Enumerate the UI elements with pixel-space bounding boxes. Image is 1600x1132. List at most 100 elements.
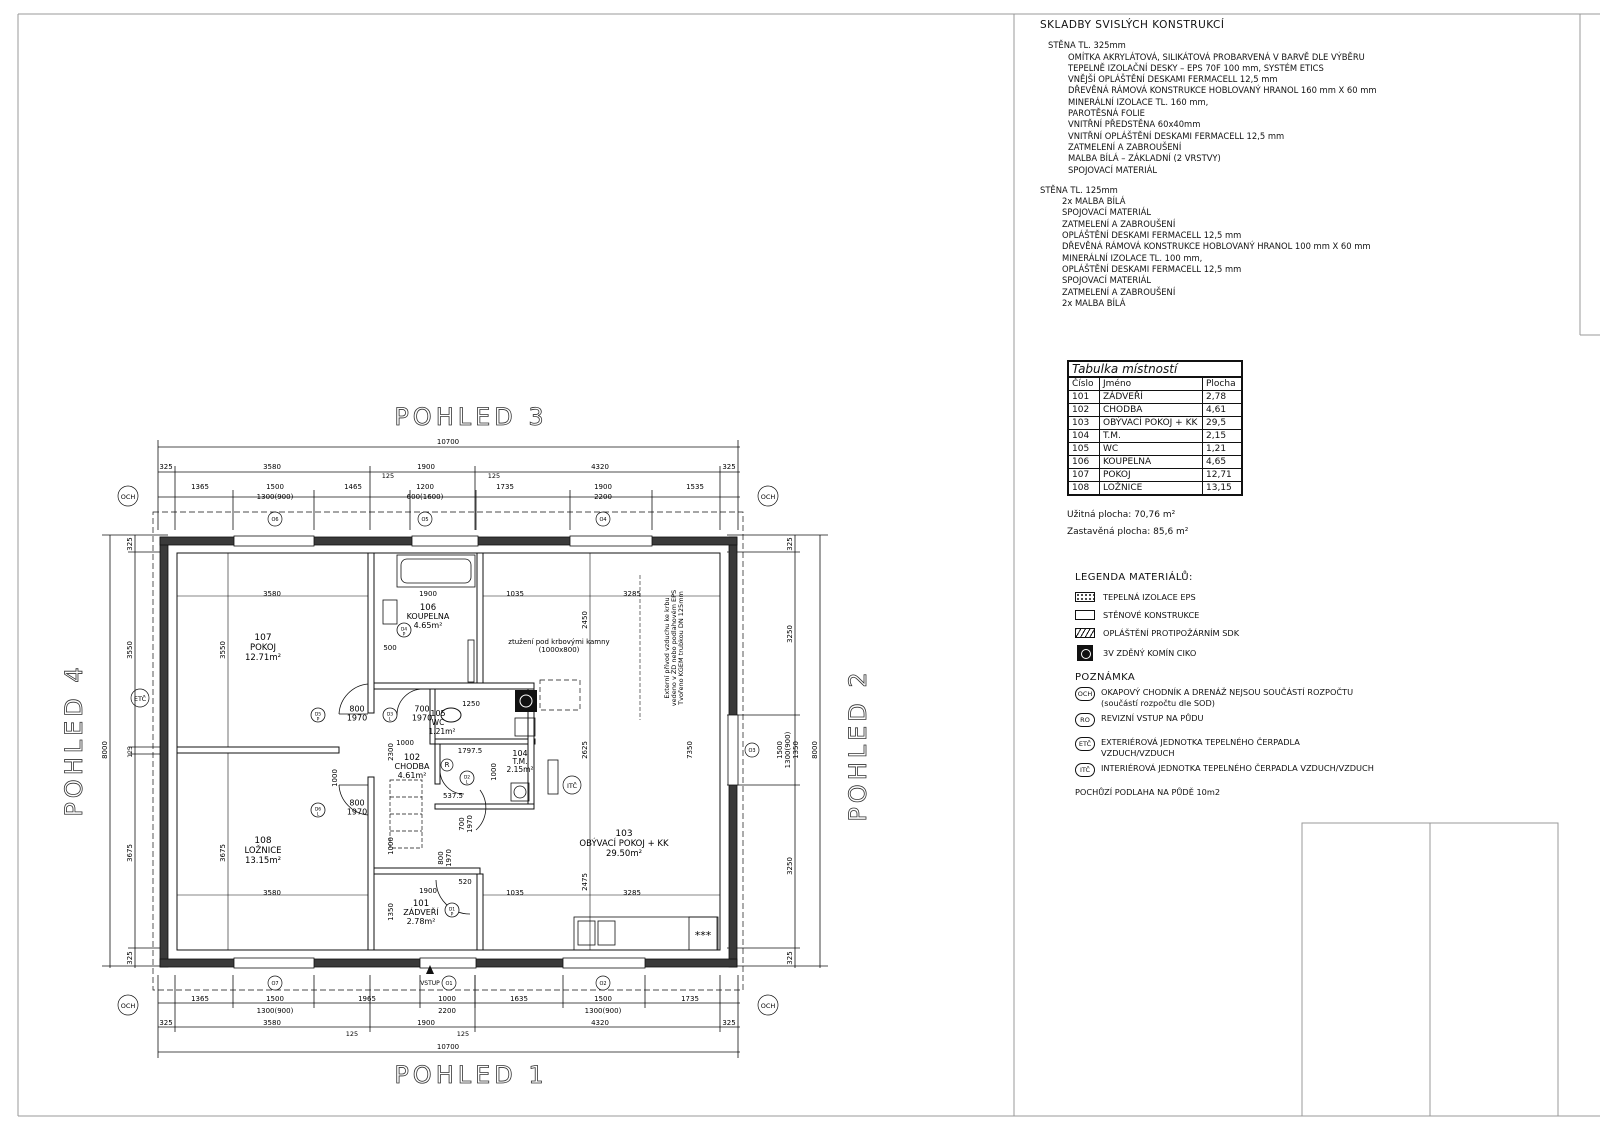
room-table-cell-name: POKOJ [1099, 468, 1203, 482]
int-dim-tm-h: 1000 [490, 763, 498, 781]
spec-layer: ZATMELENÍ A ZABROUŠENÍ [1062, 218, 1176, 229]
int-dim-chodba-w: 1000 [396, 739, 414, 747]
svg-text:2.78m²: 2.78m² [407, 917, 436, 926]
room-label-chodba: 102 CHODBA 4.61m² [394, 753, 430, 780]
room-table-cell-name: LOŽNICE [1099, 481, 1203, 496]
kitchen-counter [573, 916, 719, 951]
room-table-cell-number: 102 [1067, 403, 1100, 417]
dim-bottom-1: 1365 [191, 995, 209, 1003]
och-label-tr: OCH [761, 493, 776, 501]
room-label-tm: 104 T.M. 2.15m² [506, 749, 533, 774]
int-dim-loznice-h: 3675 [219, 844, 227, 862]
dim-top-small-2: 125 [488, 472, 500, 480]
dim-bottom-5: 1635 [510, 995, 528, 1003]
int-dim-wc-w: 1250 [462, 700, 480, 708]
window-tag-6: O2 [599, 981, 606, 987]
built-area: Zastavěná plocha: 85,6 m² [1067, 527, 1189, 537]
door-tag-group [310, 622, 475, 918]
dim-bottom-small-2: 125 [457, 1030, 469, 1038]
spec-layer: VNITŘNÍ PŘEDSTĚNA 60x40mm [1068, 119, 1201, 130]
window-tag-5: O7 [271, 981, 278, 987]
int-dim-corr-1: 1000 [387, 837, 395, 855]
room-table-cell-area: 13,15 [1202, 481, 1243, 496]
dim-bottom-small-1: 125 [346, 1030, 358, 1038]
chimney [515, 690, 537, 712]
dim-top-sub-2: 600(1600) [407, 493, 444, 501]
legend-title: LEGENDA MATERIÁLŮ: [1075, 572, 1193, 583]
dim-top-3: 1900 [417, 463, 435, 471]
och-label-bl: OCH [121, 1002, 136, 1010]
dim-overall-width-top: 10700 [437, 438, 459, 446]
room-table-cell-number: 101 [1067, 390, 1100, 404]
room-table-cell-area: 29,5 [1202, 416, 1243, 430]
room-table-cell-number: 108 [1067, 481, 1100, 496]
spec-layer: MINERÁLNÍ IZOLACE TL. 160 mm, [1068, 96, 1209, 107]
sheet-border [17, 13, 1600, 1117]
spec-layer: OPLÁŠTĚNÍ DESKAMI FERMACELL 12,5 mm [1062, 230, 1242, 241]
och-label-tl: OCH [121, 493, 136, 501]
int-dim-living-w1: 1035 [506, 590, 524, 598]
window-openings [233, 535, 739, 969]
entrance-arrow-icon [426, 965, 434, 974]
int-dim-pokoj-h: 3550 [219, 641, 227, 659]
dimensions-top [157, 440, 740, 530]
dim-left-2: 3550 [126, 641, 134, 659]
int-dim-living-w2: 3285 [623, 590, 641, 598]
door-swings [338, 683, 487, 915]
wall-swatch-icon [1075, 610, 1095, 620]
tm-unit-symbol [513, 785, 527, 799]
boiler-unit [514, 717, 536, 737]
fireplace-note: ztužení pod krbovými kamny(1000x800) [508, 638, 609, 654]
svg-text:CHODBA: CHODBA [394, 762, 430, 771]
dim-right-4: 3250 [786, 857, 794, 875]
window-tag-3: O4 [599, 517, 606, 523]
dim-left-total: 8000 [101, 741, 109, 759]
int-dim-living-w4: 3285 [623, 889, 641, 897]
svg-text:29.50m²: 29.50m² [606, 849, 642, 859]
itc-unit [547, 759, 559, 795]
dim-top-sub-1: 1300(900) [257, 493, 294, 501]
svg-text:108: 108 [254, 836, 271, 846]
note-badge-icon: ITČ [1075, 763, 1095, 777]
room-table-cell-number: 105 [1067, 442, 1100, 456]
spec-layer: OPLÁŠTĚNÍ DESKAMI FERMACELL 12,5 mm [1062, 263, 1242, 274]
dim-top-row2-7: 1535 [686, 483, 704, 491]
room-table-cell-area: 4,65 [1202, 455, 1243, 469]
eps-swatch-icon [1075, 592, 1095, 602]
entrance-label: VSTUP [420, 980, 440, 987]
shower-panel [467, 639, 475, 683]
chimney-flue [519, 694, 533, 708]
svg-text:1.21m²: 1.21m² [428, 727, 455, 736]
spec-wall-125-title: STĚNA TL. 125mm [1040, 184, 1118, 195]
note-text: OKAPOVÝ CHODNÍK A DRENÁŽ NEJSOU SOUČÁSTÍ… [1101, 687, 1354, 708]
room-label-loznice: 108 LOŽNICE 13.15m² [244, 836, 281, 866]
legend-item-label: OPLÁŠTĚNÍ PROTIPOŽÁRNÍM SDK [1103, 628, 1240, 638]
room-table-header-name: Jméno [1099, 376, 1203, 391]
notes-title: POZNÁMKA [1075, 672, 1136, 683]
spec-wall-325-layers: OMÍTKA AKRYLÁTOVÁ, SILIKÁTOVÁ PROBARVENÁ… [1068, 52, 1377, 176]
svg-text:LOŽNICE: LOŽNICE [244, 844, 281, 856]
note-badge-icon: RO [1075, 713, 1095, 727]
revision-hatch-tag: R [445, 761, 450, 769]
room-label-obyvaci: 103 OBÝVACÍ POKOJ + KK 29.50m² [579, 829, 669, 859]
int-dim-chodba-h: 2300 [387, 743, 395, 761]
dim-bottom-6: 1500 [594, 995, 612, 1003]
room-table-cell-area: 1,21 [1202, 442, 1243, 456]
dim-left-3: 125 [127, 746, 134, 758]
dim-bottom-7: 1735 [681, 995, 699, 1003]
room-label-wc: 105 WC 1.21m² [428, 709, 455, 736]
hob-symbol: *** [695, 929, 712, 942]
toilet [440, 707, 462, 723]
dim-top-1: 325 [159, 463, 172, 471]
dim-top-row2-5: 1735 [496, 483, 514, 491]
window-tag-4: O3 [748, 748, 755, 754]
